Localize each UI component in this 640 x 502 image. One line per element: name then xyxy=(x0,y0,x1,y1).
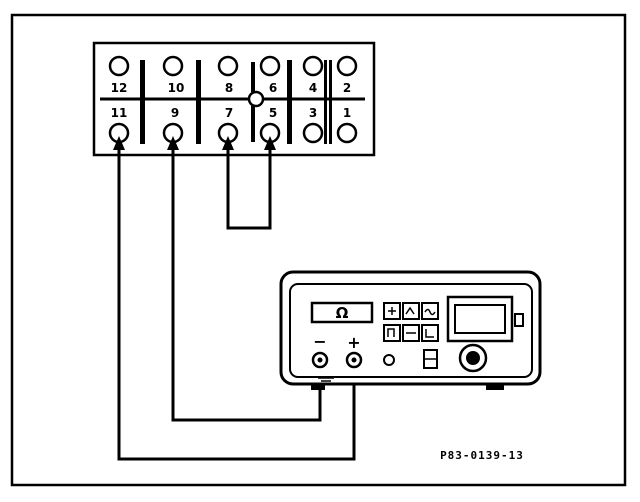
separator-bar xyxy=(329,60,332,144)
terminal-pin xyxy=(317,357,323,363)
multimeter: Ω − + xyxy=(279,270,542,390)
arrowhead-icon xyxy=(264,136,276,150)
hold-icon xyxy=(425,329,434,338)
lcd-screen xyxy=(454,304,506,334)
lead-pin11-to-positive xyxy=(117,142,356,461)
arrowhead-icon xyxy=(113,136,125,150)
plus-icon xyxy=(388,307,396,315)
lead-pin9-to-negative xyxy=(171,142,322,422)
function-window xyxy=(310,301,374,324)
pin-8-socket xyxy=(217,55,239,77)
jumper-wire-7-5 xyxy=(226,142,272,230)
meter-foot xyxy=(311,384,325,390)
pin-label-7: 7 xyxy=(225,106,233,120)
button-glyphs xyxy=(387,306,436,338)
pin-12-socket xyxy=(108,55,130,77)
pin-2-socket xyxy=(336,55,358,77)
negative-label: − xyxy=(313,332,326,351)
aux-jack xyxy=(383,354,395,366)
pin-label-10: 10 xyxy=(168,81,185,95)
separator-bar xyxy=(140,60,145,144)
ground-icon xyxy=(318,377,334,385)
pin-label-6: 6 xyxy=(269,81,277,95)
pin-label-12: 12 xyxy=(111,81,128,95)
pin-label-1: 1 xyxy=(343,106,351,120)
separator-bar xyxy=(324,60,327,144)
connector-block: 12 10 8 6 4 2 11 9 7 5 3 1 xyxy=(92,41,376,157)
pin-label-4: 4 xyxy=(309,81,317,95)
meter-foot xyxy=(486,384,504,390)
meter-button xyxy=(383,324,401,342)
separator-bar xyxy=(196,60,201,144)
pin-label-11: 11 xyxy=(111,106,128,120)
pin-6-socket xyxy=(259,55,281,77)
pin-label-2: 2 xyxy=(343,81,351,95)
knob-center xyxy=(466,351,480,365)
lead-arrowheads xyxy=(113,136,276,150)
meter-face xyxy=(289,283,533,378)
outer-frame xyxy=(10,13,627,487)
range-icon xyxy=(387,328,395,337)
pin-label-9: 9 xyxy=(171,106,179,120)
separator-bar xyxy=(287,60,292,144)
ohm-symbol: Ω xyxy=(336,304,349,322)
separator-bar xyxy=(251,106,255,142)
ac-icon xyxy=(424,308,436,316)
separator-bar xyxy=(251,62,255,92)
test-leads xyxy=(117,142,356,461)
pin-4-socket xyxy=(302,55,324,77)
center-ring xyxy=(247,90,265,108)
pin-10-socket xyxy=(162,55,184,77)
arrowhead-icon xyxy=(167,136,179,150)
wave-icon xyxy=(405,306,415,315)
side-switch xyxy=(514,313,524,327)
meter-button xyxy=(402,302,420,320)
terminal-pin xyxy=(351,357,357,363)
positive-label: + xyxy=(347,333,360,352)
pin-3-socket xyxy=(302,122,324,144)
figure-id: P83-0139-13 xyxy=(440,449,524,462)
pin-label-3: 3 xyxy=(309,106,317,120)
pin-label-5: 5 xyxy=(269,106,277,120)
pin-1-socket xyxy=(336,122,358,144)
connector-outline xyxy=(92,41,376,157)
arrowhead-icon xyxy=(222,136,234,150)
meter-button xyxy=(421,324,439,342)
pin-label-8: 8 xyxy=(225,81,233,95)
